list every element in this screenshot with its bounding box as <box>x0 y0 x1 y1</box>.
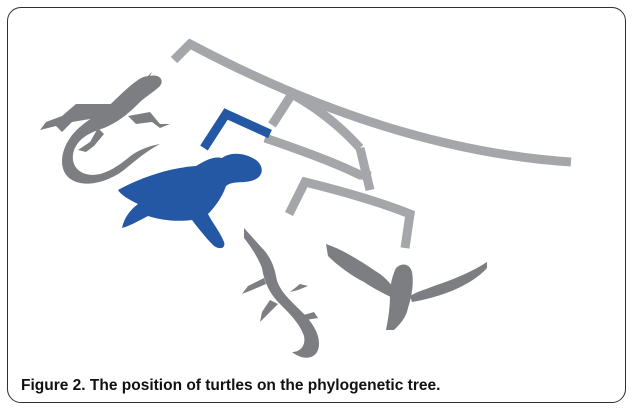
figure-caption: Figure 2. The position of turtles on the… <box>21 377 611 395</box>
archosaur-stem <box>360 148 370 190</box>
lizard-silhouette-icon <box>40 72 170 184</box>
crocodile-silhouette-icon <box>242 228 319 358</box>
turtle-silhouette-icon <box>118 154 262 248</box>
archosaur-branch <box>289 182 410 248</box>
root-branch <box>174 44 571 162</box>
turtle-branch <box>204 114 270 148</box>
bird-silhouette-icon <box>326 244 487 330</box>
phylogenetic-tree <box>174 44 571 248</box>
